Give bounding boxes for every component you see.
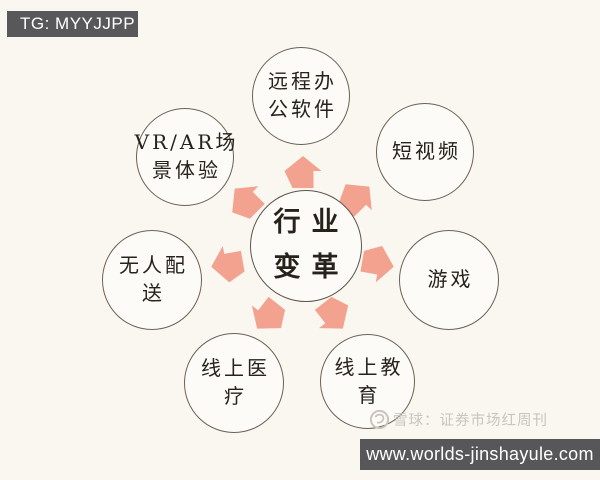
- arrow-up-icon: [284, 156, 322, 188]
- xueqiu-logo-icon: [369, 409, 390, 430]
- arrow-left-icon: [208, 243, 246, 285]
- arrow-down-left-icon: [242, 292, 292, 340]
- node-industry-change-label: 行业 变革: [273, 207, 350, 283]
- node-short-video: 短视频: [376, 103, 474, 201]
- source-watermark: 雪球：证券市场红周刊: [369, 409, 548, 430]
- telegram-badge-label: TG: MYYJJPP: [20, 14, 136, 33]
- source-watermark-text: 雪球：证券市场红周刊: [393, 413, 548, 429]
- node-online-education: 线上教 育: [320, 334, 415, 429]
- website-url-bar: www.worlds-jinshayule.com: [360, 439, 600, 470]
- node-games: 游戏: [399, 230, 499, 330]
- node-unmanned-delivery: 无人配 送: [102, 230, 202, 330]
- website-url-text: www.worlds-jinshayule.com: [366, 444, 594, 464]
- node-vr-ar-experience: VR/AR场 景体验: [135, 108, 235, 206]
- node-remote-office-software: 远程办 公软件: [252, 47, 350, 145]
- telegram-badge: TG: MYYJJPP: [7, 11, 138, 37]
- node-industry-change: 行业 变革: [250, 190, 362, 302]
- node-online-medical: 线上医 疗: [184, 333, 284, 433]
- arrow-right-icon: [359, 243, 397, 285]
